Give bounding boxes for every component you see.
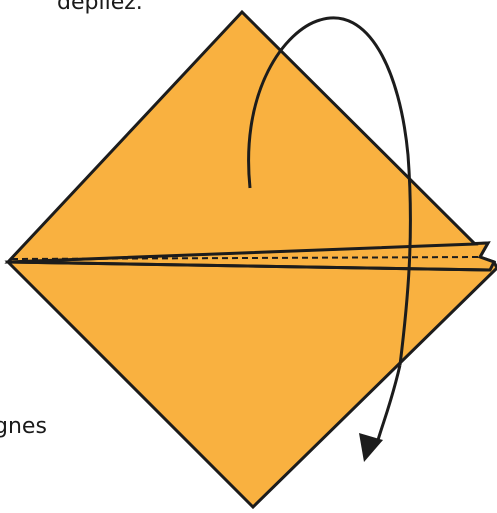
bottom-triangle-flap <box>8 243 497 507</box>
